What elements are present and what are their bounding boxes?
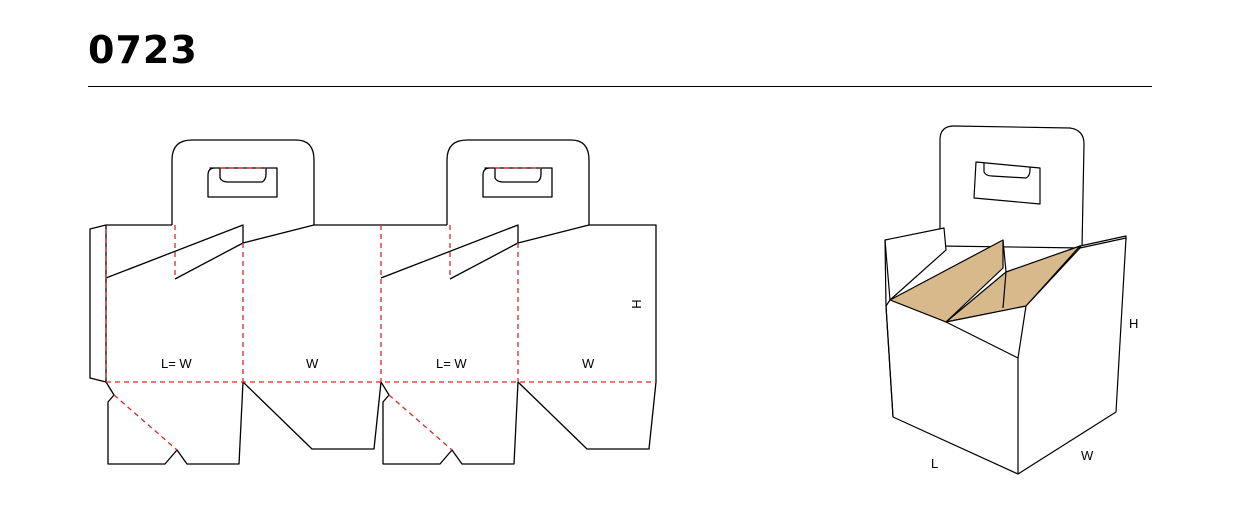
dieline xyxy=(89,139,657,465)
bottom-flap-1 xyxy=(105,381,244,465)
bottom-flap-2 xyxy=(242,381,382,450)
box-handle-flap xyxy=(983,163,1031,179)
box-width-label: W xyxy=(1081,448,1094,463)
partition-slit-2 xyxy=(242,224,315,244)
panel-label-1: L= W xyxy=(161,356,192,371)
partition-slit-1 xyxy=(105,224,244,280)
handle-panel-2 xyxy=(446,139,590,225)
partition-slit-4 xyxy=(517,224,590,244)
dieline-top-edge-3 xyxy=(589,224,657,382)
box-left-back-edge xyxy=(884,239,887,307)
partition-slit-3 xyxy=(380,224,519,280)
fold-lines xyxy=(105,167,656,451)
box-back-flap xyxy=(884,227,947,301)
bottom-flap-3 xyxy=(380,381,519,465)
glue-flap xyxy=(89,224,107,383)
box-height-label: H xyxy=(1129,316,1138,331)
panel-label-2: W xyxy=(306,356,319,371)
box-length-label: L xyxy=(931,456,938,471)
bottom-flap-4 xyxy=(517,381,657,450)
handle-flap-cut-2 xyxy=(494,168,542,183)
box-front-face xyxy=(885,237,1127,475)
box-3d xyxy=(884,125,1127,475)
panel-label-4: W xyxy=(582,356,595,371)
panel-label-3: L= W xyxy=(436,356,467,371)
handle-flap-cut-1 xyxy=(219,168,267,183)
dieline-height-label: H xyxy=(629,299,644,308)
box-left-edge xyxy=(885,305,894,418)
title-divider xyxy=(88,86,1152,87)
box-partition-edges xyxy=(1002,239,1007,309)
page-title: 0723 xyxy=(88,28,198,72)
handle-cutout-2 xyxy=(482,167,553,198)
handle-cutout-1 xyxy=(207,167,278,198)
handle-panel-1 xyxy=(171,139,315,225)
box-handle-cutout xyxy=(973,161,1041,205)
